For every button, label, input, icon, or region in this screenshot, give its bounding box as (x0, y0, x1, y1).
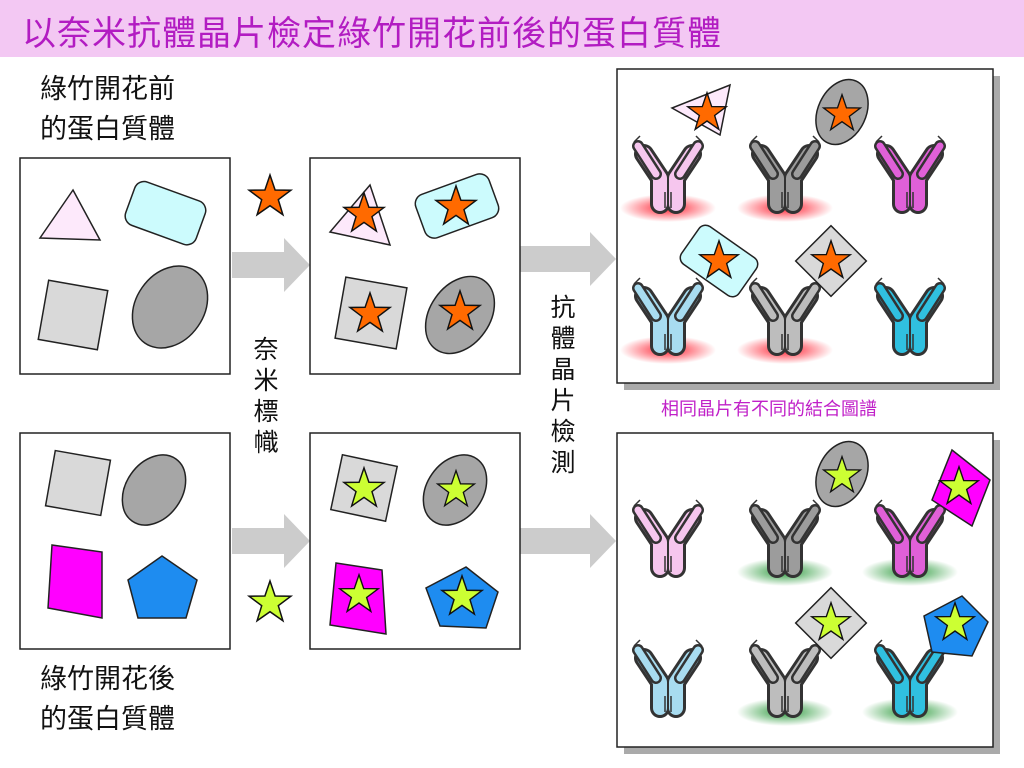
green-star-icon (248, 580, 292, 622)
triangle-protein-icon (38, 188, 102, 241)
antibody-icon (632, 277, 704, 356)
chip-label-char: 檢 (550, 417, 576, 446)
orange-star-icon (248, 174, 292, 216)
chip-label-char: 晶 (550, 355, 576, 384)
nano-label-char: 米 (253, 366, 279, 395)
nano-label-char: 幟 (253, 428, 279, 457)
rectangle-protein-icon (124, 180, 207, 246)
chip-detection-label: 抗 體 晶 片 檢 測 (545, 292, 581, 478)
antibody-icon (749, 277, 821, 356)
parallelogram-protein-icon (47, 544, 103, 619)
nano-label-char: 奈 (253, 335, 279, 364)
square-protein-icon (37, 279, 109, 351)
page-title: 以奈米抗體晶片檢定綠竹開花前後的蛋白質體 (22, 14, 722, 54)
box-after-labeled (309, 432, 521, 650)
square-protein-icon (44, 449, 112, 517)
arrow-right-icon (520, 232, 616, 286)
arrow-right-icon (520, 514, 616, 568)
before-label-line1: 綠竹開花前 (40, 74, 175, 105)
arrow-right-icon (232, 514, 310, 568)
chip-label-char: 測 (550, 448, 576, 477)
antibody-icon (632, 499, 704, 578)
ellipse-protein-icon (131, 265, 209, 349)
nano-label-char: 標 (253, 397, 279, 426)
pentagon-protein-icon (127, 555, 198, 619)
antibody-icon (632, 639, 704, 718)
chip-after (616, 432, 1000, 754)
antibody-icon (632, 135, 704, 214)
chip-label-char: 抗 (550, 293, 576, 322)
title-bar (0, 0, 1024, 57)
after-proteome-label: 綠竹開花後 的蛋白質體 (40, 660, 175, 740)
antibody-icon (874, 639, 946, 718)
arrow-right-icon (232, 238, 310, 292)
ellipse-protein-icon (121, 454, 187, 526)
antibody-icon (874, 499, 946, 578)
after-label-line1: 綠竹開花後 (40, 664, 175, 695)
chip-label-char: 片 (550, 386, 576, 415)
antibody-icon (749, 639, 821, 718)
box-before-labeled (309, 157, 521, 375)
chip-label-char: 體 (550, 324, 576, 353)
antibody-icon (874, 135, 946, 214)
chip-caption: 相同晶片有不同的結合圖譜 (661, 399, 877, 420)
nano-label: 奈 米 標 幟 (248, 334, 284, 458)
chip-before (616, 68, 1000, 390)
before-label-line2: 的蛋白質體 (40, 114, 175, 145)
before-proteome-label: 綠竹開花前 的蛋白質體 (40, 70, 175, 150)
antibody-icon (874, 277, 946, 356)
box-before-proteins (19, 157, 231, 375)
antibody-icon (749, 135, 821, 214)
antibody-icon (749, 499, 821, 578)
box-after-proteins (19, 432, 231, 650)
after-label-line2: 的蛋白質體 (40, 704, 175, 735)
